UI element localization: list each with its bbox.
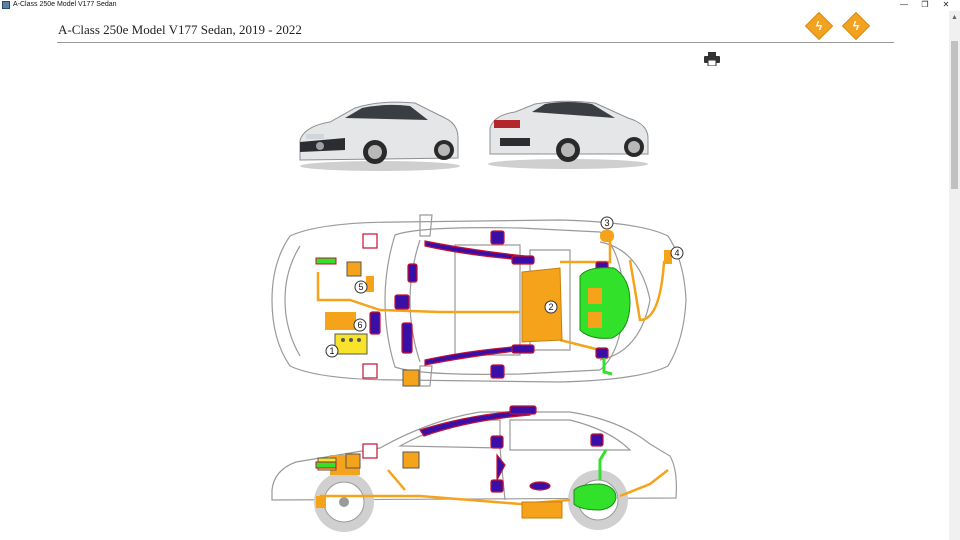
low-voltage-battery [317, 333, 368, 471]
airbag-curtains [369, 230, 609, 493]
vertical-scrollbar[interactable]: ▲ [949, 11, 960, 540]
callout-5: 5 [354, 280, 368, 294]
page-title: A-Class 250e Model V177 Sedan, 2019 - 20… [58, 22, 302, 37]
svg-text:2: 2 [548, 302, 553, 312]
svg-text:3: 3 [604, 218, 609, 228]
printer-icon[interactable] [704, 52, 720, 66]
app-icon [2, 1, 10, 9]
callout-3: 3 [600, 216, 614, 230]
svg-text:1: 1 [329, 346, 334, 356]
callout-markers: 1 2 3 4 5 6 [325, 216, 684, 358]
car-rear-photo [488, 100, 649, 169]
callout-1: 1 [325, 344, 339, 358]
top-view-diagram [271, 214, 687, 387]
callout-6: 6 [353, 318, 367, 332]
high-voltage-cables [316, 240, 671, 506]
svg-text:6: 6 [357, 320, 362, 330]
fuel-tank [573, 267, 631, 511]
svg-text:4: 4 [674, 248, 679, 258]
high-voltage-battery [316, 230, 672, 519]
scrollbar-thumb[interactable] [951, 41, 958, 189]
callout-4: 4 [670, 246, 684, 260]
rescue-info-badges [315, 233, 420, 469]
window-title: A-Class 250e Model V177 Sedan [13, 1, 117, 8]
car-front-photo [299, 101, 460, 171]
svg-text:5: 5 [358, 282, 363, 292]
window-titlebar: A-Class 250e Model V177 Sedan — ❐ ✕ [0, 0, 960, 11]
scroll-up-arrow-icon[interactable]: ▲ [951, 14, 958, 21]
callout-2: 2 [544, 300, 558, 314]
header-divider [57, 42, 894, 43]
restore-button[interactable]: ❐ [921, 0, 929, 9]
close-button[interactable]: ✕ [942, 0, 950, 9]
minimize-button[interactable]: — [900, 0, 908, 9]
